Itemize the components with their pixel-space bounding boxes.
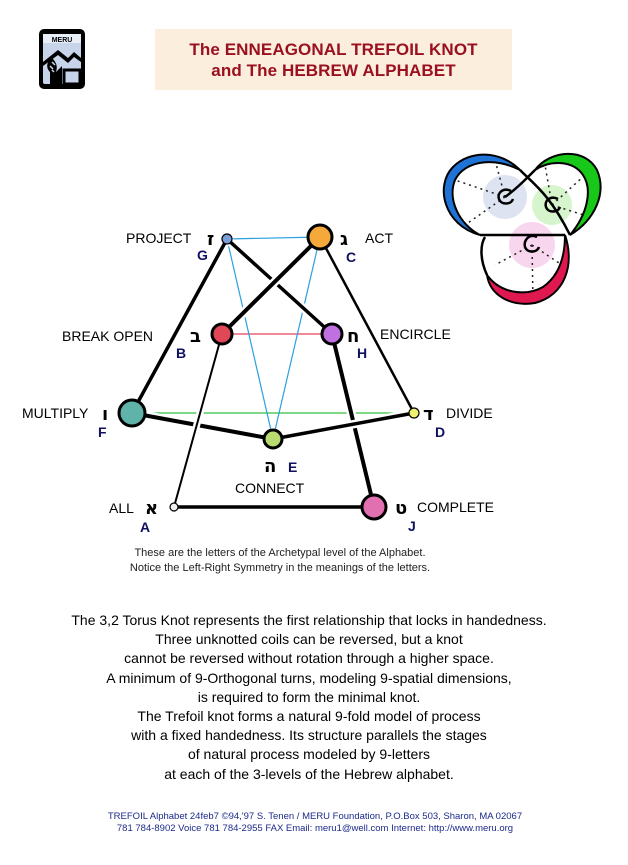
hebrew-letter-zayin: ז [207, 229, 214, 250]
knot-segment-d-c [318, 235, 416, 415]
label-act: ACT [365, 230, 393, 246]
code-h: H [357, 345, 367, 361]
hebrew-letter-aleph: א [145, 498, 158, 519]
code-j: J [408, 518, 416, 534]
body-line: The 3,2 Torus Knot represents the first … [71, 612, 547, 628]
title-banner: The ENNEAGONAL TREFOIL KNOT and The HEBR… [155, 29, 512, 90]
label-project: PROJECT [126, 230, 192, 246]
label-all: ALL [109, 500, 134, 516]
explanation-text: The 3,2 Torus Knot represents the first … [0, 611, 618, 784]
knot-segment-g-f [130, 237, 229, 415]
label-encircle: ENCIRCLE [380, 326, 451, 342]
code-b: B [176, 345, 186, 361]
knot-segment-h-g [225, 237, 334, 336]
chord-lines [132, 236, 414, 440]
node-h-encircle [320, 322, 344, 346]
code-a: A [140, 519, 150, 535]
code-f: F [98, 424, 107, 440]
knot-segment-c-b [220, 235, 322, 336]
hebrew-letter-tet: ט [395, 498, 407, 519]
footer-line-1: TREFOIL Alphabet 24feb7 ©94,'97 S. Tenen… [107, 811, 523, 822]
node-e-connect [262, 428, 284, 450]
chord-g-e [226, 238, 274, 440]
label-multiply: MULTIPLY [22, 405, 89, 421]
node-c-act [306, 223, 334, 251]
hebrew-letter-gimel: ג [340, 229, 348, 250]
knot-segment-e-d [271, 411, 416, 441]
node-markers [117, 223, 420, 521]
node-g-project [221, 233, 233, 245]
hebrew-letter-chet: ח [347, 326, 359, 347]
code-e: E [288, 459, 297, 475]
hebrew-letter-bet: ב [190, 326, 201, 347]
caption-line-2: Notice the Left-Right Symmetry in the me… [129, 562, 431, 574]
chord-g-c [226, 236, 321, 240]
node-f-multiply [117, 398, 147, 428]
body-line: is required to form the minimal knot. [197, 688, 421, 705]
caption-line-1: These are the letters of the Archetypal … [134, 547, 426, 559]
body-line: at each of the 3-levels of the Hebrew al… [164, 765, 454, 782]
code-d: D [435, 424, 445, 440]
hebrew-letter-he: ה [264, 456, 276, 477]
code-g: G [197, 247, 208, 263]
knot-segment-b-a [173, 333, 223, 508]
label-connect: CONNECT [235, 480, 305, 496]
body-line: with a fixed handedness. Its structure p… [131, 727, 487, 744]
meru-logo: MERU [38, 28, 86, 90]
node-a-all [169, 502, 179, 512]
body-line: of natural process modeled by 9-letters [187, 746, 430, 763]
footer-line-2: 781 784-8902 Voice 781 784-2955 FAX Emai… [116, 823, 514, 834]
node-j-complete [360, 493, 388, 521]
trefoil-knot-illustration [425, 125, 605, 305]
diagram-caption: These are the letters of the Archetypal … [0, 546, 560, 576]
node-b-break-open [210, 322, 234, 346]
logo-text: MERU [52, 37, 73, 44]
node-d-divide [408, 407, 420, 419]
chord-c-e [272, 236, 321, 440]
hebrew-letter-dalet: ד [423, 404, 434, 425]
enneagram-knot-diagram: PROJECT ז G ג ACT C BREAK OPEN ב B ח ENC… [22, 223, 494, 535]
body-line: cannot be reversed without rotation thro… [124, 650, 494, 667]
title-line-1: The ENNEAGONAL TREFOIL KNOT [189, 39, 478, 59]
title-line-2: and The HEBREW ALPHABET [211, 60, 456, 80]
code-c: C [346, 249, 356, 265]
label-complete: COMPLETE [417, 499, 494, 515]
body-line: The Trefoil knot forms a natural 9-fold … [137, 708, 481, 725]
label-divide: DIVIDE [446, 405, 493, 421]
knot-segment-f-e [130, 411, 275, 441]
footer-credits: TREFOIL Alphabet 24feb7 ©94,'97 S. Tenen… [70, 811, 560, 835]
trefoil-knot-icon [442, 152, 602, 305]
knot-path-lines [127, 232, 419, 512]
body-line: A minimum of 9-Orthogonal turns, modelin… [106, 669, 512, 686]
body-line: Three unknotted coils can be reversed, b… [155, 631, 463, 648]
label-break-open: BREAK OPEN [62, 328, 153, 344]
meru-logo-icon: MERU [39, 29, 85, 89]
hebrew-letter-vav: ו [102, 404, 108, 425]
